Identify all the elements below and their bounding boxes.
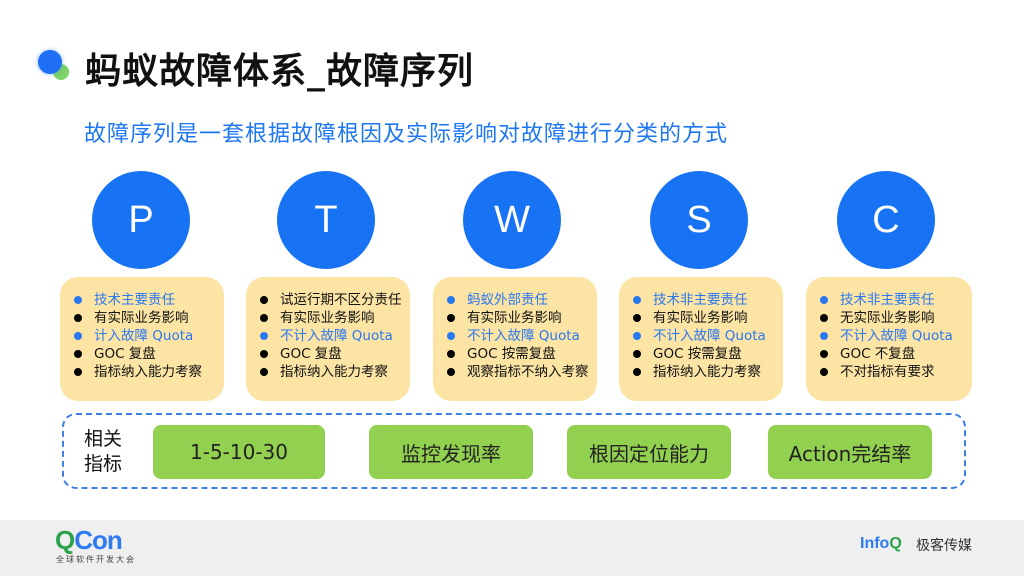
title-logo-dots [38,50,74,84]
metric-pill: 1-5-10-30 [153,425,325,479]
bullet-icon [260,368,268,376]
category-circle-s: S [650,171,748,269]
bullet-icon [260,296,268,304]
infoq-brand-text: 极客传媒 [916,538,972,554]
bullet-icon [633,332,641,340]
bullet-icon [633,314,641,322]
bullet-icon [447,296,455,304]
card-list-item: 试运行期不区分责任 [258,291,410,309]
card-list-item: 观察指标不纳入考察 [445,363,597,381]
card-list-item: 不计入故障 Quota [818,327,972,345]
bullet-icon [820,368,828,376]
bullet-icon [74,350,82,358]
card-list-item: 技术非主要责任 [631,291,783,309]
card-list-item: 技术主要责任 [72,291,224,309]
bullet-icon [633,296,641,304]
card-list-item: 不计入故障 Quota [445,327,597,345]
bullet-icon [447,368,455,376]
blue-dot-icon [38,50,62,74]
bullet-icon [820,314,828,322]
metric-pill: 监控发现率 [369,425,533,479]
bullet-icon [633,350,641,358]
related-metrics-label: 相关 指标 [84,428,123,475]
bullet-icon [447,314,455,322]
page-title: 蚂蚁故障体系_故障序列 [85,51,475,92]
qcon-logo: QCon [55,525,123,555]
infoq-logo: InfoQ [860,535,902,552]
card-list-item: GOC 按需复盘 [631,345,783,363]
card-list-item: 有实际业务影响 [72,309,224,327]
card-list-item: 有实际业务影响 [445,309,597,327]
page-subtitle: 故障序列是一套根据故障根因及实际影响对故障进行分类的方式 [84,122,729,147]
bullet-icon [260,332,268,340]
bullet-icon [260,350,268,358]
card-list-item: 指标纳入能力考察 [631,363,783,381]
bullet-icon [820,332,828,340]
bullet-icon [74,314,82,322]
card-list-item: 有实际业务影响 [631,309,783,327]
bullet-icon [260,314,268,322]
metric-pill: Action完结率 [768,425,932,479]
card-list-item: GOC 按需复盘 [445,345,597,363]
card-list-item: 计入故障 Quota [72,327,224,345]
card-list-item: 蚂蚁外部责任 [445,291,597,309]
card-list-item: GOC 复盘 [258,345,410,363]
bullet-icon [74,332,82,340]
card-list-item: 无实际业务影响 [818,309,972,327]
card-list-item: GOC 复盘 [72,345,224,363]
bullet-icon [74,368,82,376]
card-list-item: 指标纳入能力考察 [72,363,224,381]
category-circle-t: T [277,171,375,269]
category-circle-w: W [463,171,561,269]
bullet-icon [820,350,828,358]
bullet-icon [447,332,455,340]
metric-pill: 根因定位能力 [567,425,731,479]
card-list-item: 有实际业务影响 [258,309,410,327]
bullet-icon [633,368,641,376]
card-list-item: 指标纳入能力考察 [258,363,410,381]
card-list-item: GOC 不复盘 [818,345,972,363]
footer-bar [0,520,1024,576]
category-circle-c: C [837,171,935,269]
qcon-tagline: 全球软件开发大会 [56,555,136,564]
bullet-icon [447,350,455,358]
bullet-icon [74,296,82,304]
card-list-item: 技术非主要责任 [818,291,972,309]
category-circle-p: P [92,171,190,269]
card-list-item: 不计入故障 Quota [631,327,783,345]
card-list-item: 不计入故障 Quota [258,327,410,345]
related-metrics-box [62,413,966,489]
bullet-icon [820,296,828,304]
card-list-item: 不对指标有要求 [818,363,972,381]
